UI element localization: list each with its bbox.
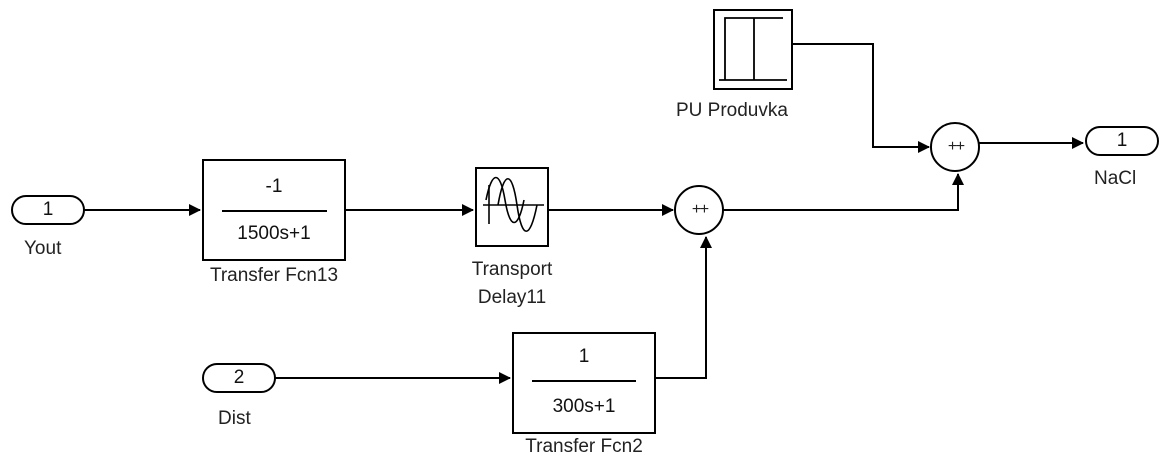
transfer-fcn2-block[interactable] [512,332,656,434]
signal-step-to-sum2 [792,43,930,153]
transport-delay-icon [483,176,544,232]
transfer-fcn2-denominator: 300s+1 [552,396,616,417]
transfer-fcn13-denominator: 1500s+1 [237,223,311,244]
inport-dist-number: 2 [233,367,245,388]
outport-nacl-label: NaCl [1094,168,1137,189]
sum-1-signs: + + [691,201,709,218]
sum-2-signs: + + [947,138,965,155]
signal-sum1-to-sum2 [723,173,964,211]
transfer-fcn2-label: Transfer Fcn2 [525,436,643,457]
transport-delay-block[interactable] [475,167,549,247]
outport-nacl[interactable] [1085,126,1159,156]
step-label: PU Produvka [676,100,788,121]
inport-yout-label: Yout [24,238,62,259]
step-block[interactable] [713,9,793,90]
outport-nacl-number: 1 [1116,130,1128,151]
transport-delay-label-line2: Delay11 [477,287,547,308]
transfer-fcn2-numerator: 1 [578,346,590,367]
sum-block-2[interactable] [930,122,980,172]
signal-lines [84,43,1084,384]
inport-dist-label: Dist [218,408,251,429]
signal-tf2-to-sum1 [655,236,712,379]
inport-yout-number: 1 [42,199,54,220]
transport-delay-label-line1: Transport [471,259,553,280]
step-icon [719,17,787,81]
transfer-fcn13-label: Transfer Fcn13 [209,265,339,286]
transfer-fcn13-numerator: -1 [265,176,283,197]
